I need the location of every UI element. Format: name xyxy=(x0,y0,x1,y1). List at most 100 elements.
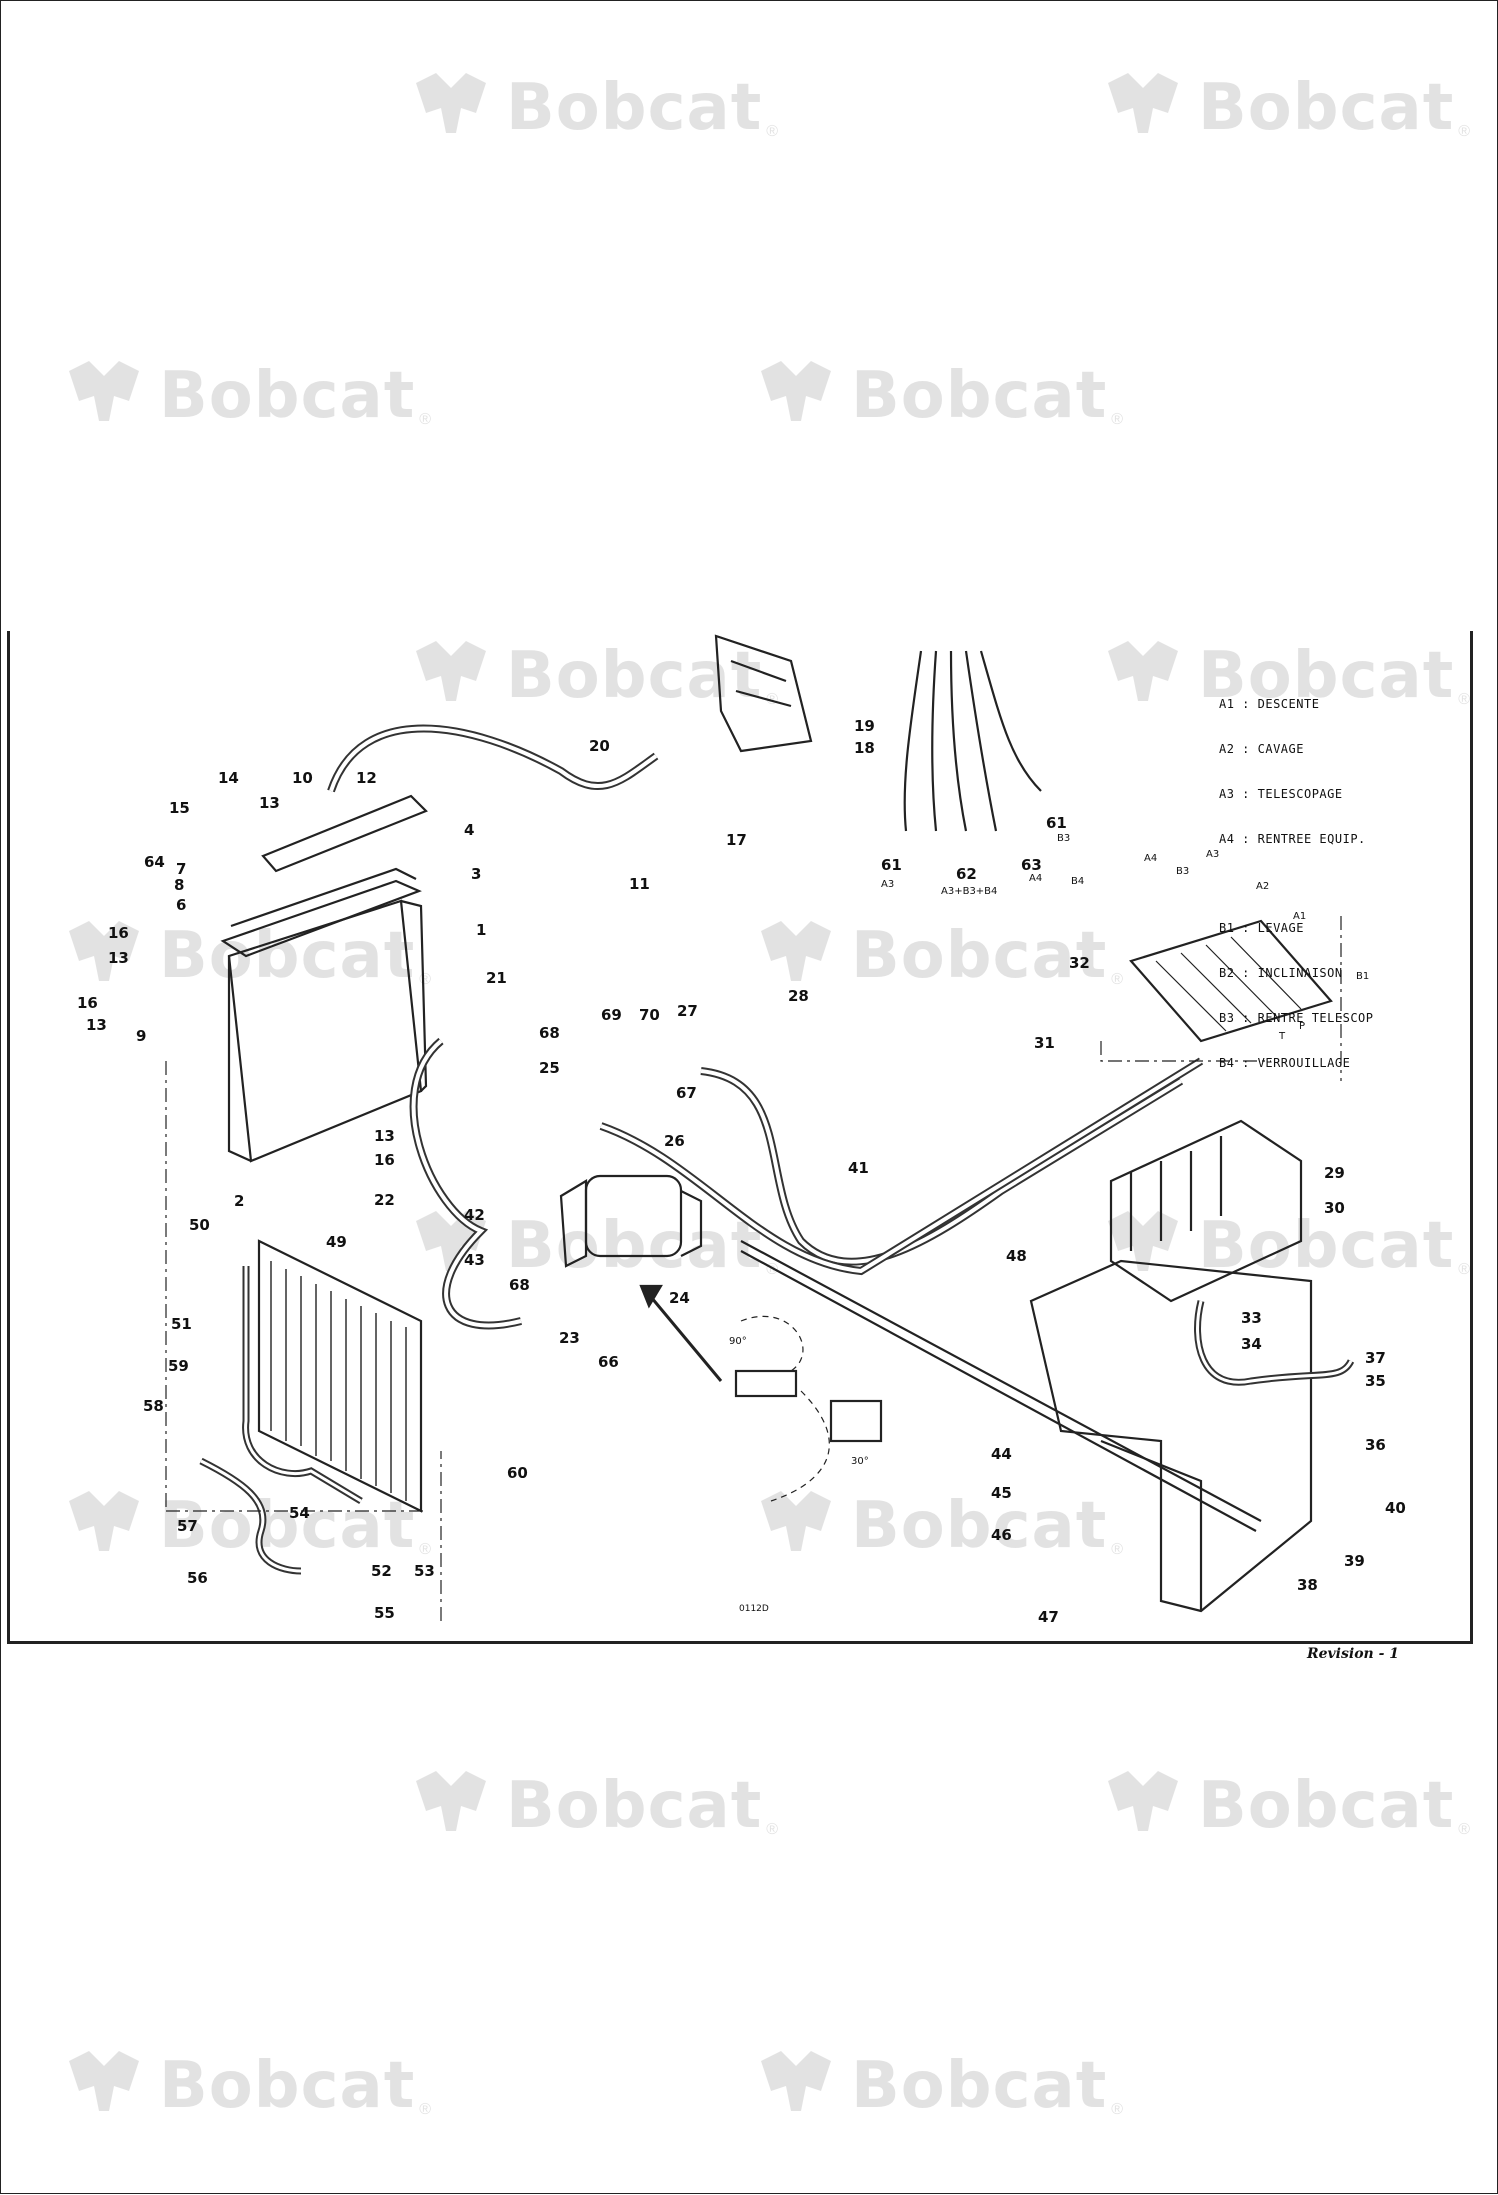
angle-label: 90° xyxy=(729,1336,747,1347)
callout: 19 xyxy=(854,717,875,735)
callout: 34 xyxy=(1241,1335,1262,1353)
callout: 42 xyxy=(464,1206,485,1224)
callout: 8 xyxy=(174,876,185,894)
callout: 30 xyxy=(1324,1199,1345,1217)
watermark: Bobcat® xyxy=(59,911,431,1001)
callout: 29 xyxy=(1324,1164,1345,1182)
callout: 10 xyxy=(292,769,313,787)
watermark: Bobcat® xyxy=(406,1201,778,1291)
port-legend: A1 : DESCENTE A2 : CAVAGE A3 : TELESCOPA… xyxy=(1219,667,1374,1101)
callout: 54 xyxy=(289,1504,310,1522)
tank-lid xyxy=(220,879,422,958)
callout: 6 xyxy=(176,896,187,914)
frame-hose xyxy=(1194,1300,1355,1386)
port-label: P xyxy=(1299,1021,1306,1032)
bobcat-logo-icon xyxy=(1108,73,1178,133)
callout: 48 xyxy=(1006,1247,1027,1265)
callout: 33 xyxy=(1241,1309,1262,1327)
port-label: B3 xyxy=(1057,833,1071,844)
port-label: A4 xyxy=(1144,853,1158,864)
callout: 20 xyxy=(589,737,610,755)
legend-line: A1 : DESCENTE xyxy=(1219,697,1320,711)
legend-line: A4 : RENTREE EQUIP. xyxy=(1219,832,1366,846)
hose-bundle xyxy=(903,650,1042,832)
legend-line: B1 : LEVAGE xyxy=(1219,921,1304,935)
callout: 9 xyxy=(136,1027,147,1045)
angle-label: 30° xyxy=(851,1456,869,1467)
callout: 11 xyxy=(629,875,650,893)
callout: 13 xyxy=(108,949,129,967)
suction-hose xyxy=(409,1037,522,1330)
callout: 64 xyxy=(144,853,165,871)
callout: 59 xyxy=(168,1357,189,1375)
watermark: Bobcat® xyxy=(751,1481,1123,1571)
callout: 13 xyxy=(259,794,280,812)
bobcat-logo-icon xyxy=(761,2051,831,2111)
callout: 13 xyxy=(374,1127,395,1145)
callout: 44 xyxy=(991,1445,1012,1463)
bobcat-logo-icon xyxy=(416,73,486,133)
bobcat-logo-icon xyxy=(1108,1771,1178,1831)
callout: 49 xyxy=(326,1233,347,1251)
callout: 12 xyxy=(356,769,377,787)
revision-note: Revision - 1 xyxy=(1307,1646,1400,1662)
callout: 31 xyxy=(1034,1034,1055,1052)
callout: 37 xyxy=(1365,1349,1386,1367)
callout: 25 xyxy=(539,1059,560,1077)
bobcat-logo-icon xyxy=(761,361,831,421)
callout: 18 xyxy=(854,739,875,757)
callout: 40 xyxy=(1385,1499,1406,1517)
port-label: A2 xyxy=(1256,881,1270,892)
callout: 68 xyxy=(539,1024,560,1042)
watermark: Bobcat® xyxy=(1098,63,1470,153)
filler-bar xyxy=(261,794,428,873)
callout: 47 xyxy=(1038,1608,1059,1626)
bobcat-logo-icon xyxy=(416,1771,486,1831)
cooler-hose xyxy=(242,1266,363,1505)
watermark: Bobcat® xyxy=(1098,1761,1470,1851)
watermark: Bobcat® xyxy=(406,1761,778,1851)
legend-line: A3 : TELESCOPAGE xyxy=(1219,787,1343,801)
port-label: A1 xyxy=(1293,911,1307,922)
callout: 16 xyxy=(77,994,98,1012)
callout: 39 xyxy=(1344,1552,1365,1570)
angle-detail xyxy=(740,1315,830,1502)
watermark: Bobcat® xyxy=(751,2041,1123,2131)
watermark: Bobcat® xyxy=(59,1481,431,1571)
callout: 23 xyxy=(559,1329,580,1347)
drawing-code: 0112D xyxy=(739,1604,769,1614)
callout: 22 xyxy=(374,1191,395,1209)
callout: 55 xyxy=(374,1604,395,1622)
callout: 66 xyxy=(598,1353,619,1371)
bobcat-logo-icon xyxy=(69,2051,139,2111)
callout: 45 xyxy=(991,1484,1012,1502)
callout: 46 xyxy=(991,1526,1012,1544)
bobcat-logo-icon xyxy=(69,1491,139,1551)
callout: 61 xyxy=(881,856,902,874)
callout: 53 xyxy=(414,1562,435,1580)
legend-line: A2 : CAVAGE xyxy=(1219,742,1304,756)
callout: 67 xyxy=(676,1084,697,1102)
callout: 50 xyxy=(189,1216,210,1234)
control-valve xyxy=(1109,1119,1303,1303)
port-label: A3 xyxy=(881,879,895,890)
legend-line: B2 : INCLINAISON xyxy=(1219,966,1343,980)
callout: 32 xyxy=(1069,954,1090,972)
watermark: Bobcat® xyxy=(1098,631,1470,721)
port-label: B4 xyxy=(1071,876,1085,887)
callout: 57 xyxy=(177,1517,198,1535)
callout: 26 xyxy=(664,1132,685,1150)
callout: 63 xyxy=(1021,856,1042,874)
watermark: Bobcat® xyxy=(751,911,1123,1001)
callout: 2 xyxy=(234,1192,245,1210)
port-label: B1 xyxy=(1356,971,1370,982)
callout: 15 xyxy=(169,799,190,817)
fitting-layout xyxy=(1129,919,1333,1043)
callout: 69 xyxy=(601,1006,622,1024)
watermark: Bobcat® xyxy=(406,63,778,153)
port-label: A4 xyxy=(1029,873,1043,884)
callout: 13 xyxy=(86,1016,107,1034)
long-pipe xyxy=(740,1240,1262,1522)
valve-bracket xyxy=(714,634,813,753)
